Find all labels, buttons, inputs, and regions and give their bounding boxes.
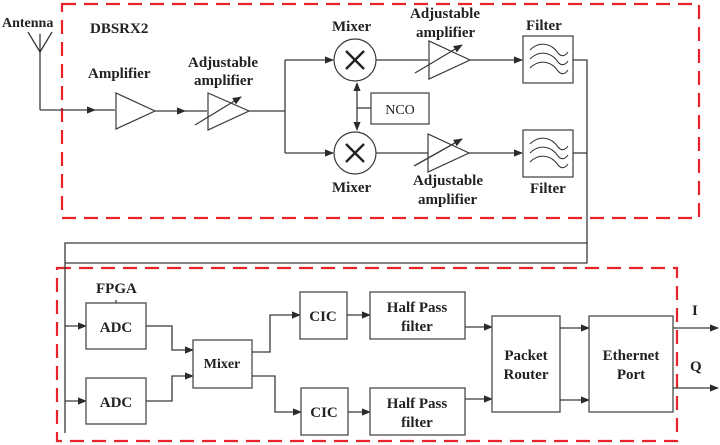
fpga-mixer-label: Mixer bbox=[204, 357, 241, 372]
adjustable-amplifier-bottom-label: Adjustable bbox=[413, 173, 483, 189]
half-pass-filter-top-label-2: filter bbox=[401, 319, 433, 335]
adjustable-amplifier-1-icon bbox=[194, 92, 251, 131]
ethernet-port-block bbox=[588, 315, 674, 413]
amplifier-icon bbox=[115, 92, 157, 130]
ethernet-port-label-2: Port bbox=[617, 367, 645, 383]
nco-block bbox=[370, 92, 430, 125]
ethernet-port-label: Ethernet bbox=[603, 348, 660, 364]
cic-top-block bbox=[299, 291, 348, 340]
cic-bottom-block bbox=[300, 387, 349, 436]
adjustable-amplifier-top-icon bbox=[414, 40, 472, 80]
packet-router-label-2: Router bbox=[504, 367, 549, 383]
adjustable-amplifier-bottom-label-2: amplifier bbox=[418, 192, 477, 208]
filter-top-label: Filter bbox=[526, 18, 562, 34]
adjustable-amplifier-1-label: Adjustable bbox=[188, 55, 258, 71]
mixer-top-icon bbox=[333, 38, 377, 82]
mixer-top-label: Mixer bbox=[332, 19, 371, 35]
adjustable-amplifier-top-label: Adjustable bbox=[410, 6, 480, 22]
filter-bottom-label: Filter bbox=[530, 181, 566, 197]
half-pass-filter-bottom-block bbox=[369, 387, 466, 436]
fpga-boundary bbox=[55, 266, 679, 443]
wire-filter-bottom-to-fpga bbox=[65, 243, 588, 264]
half-pass-filter-bottom-label-2: filter bbox=[401, 415, 433, 431]
cic-top-label: CIC bbox=[309, 309, 337, 325]
mixer-bottom-icon bbox=[333, 131, 377, 175]
output-q-label: Q bbox=[690, 359, 702, 375]
half-pass-filter-top-label: Half Pass bbox=[387, 300, 448, 316]
adjustable-amplifier-top-label-2: amplifier bbox=[416, 25, 475, 41]
half-pass-filter-bottom-label: Half Pass bbox=[387, 396, 448, 412]
amplifier-label: Amplifier bbox=[88, 66, 151, 82]
half-pass-filter-top-block bbox=[369, 291, 466, 340]
output-i-label: I bbox=[692, 303, 698, 319]
filter-top-icon bbox=[522, 35, 574, 84]
antenna-icon bbox=[27, 31, 53, 110]
dbsrx2-label: DBSRX2 bbox=[90, 21, 148, 37]
filter-bottom-icon bbox=[522, 129, 574, 178]
adjustable-amplifier-1-label-2: amplifier bbox=[194, 73, 253, 89]
fpga-mixer-block bbox=[192, 339, 253, 389]
adc-top-label: ADC bbox=[100, 320, 133, 336]
adjustable-amplifier-bottom-icon bbox=[413, 133, 471, 173]
adc-top-block bbox=[85, 302, 147, 350]
packet-router-label: Packet bbox=[504, 348, 547, 364]
antenna-label: Antenna bbox=[2, 16, 53, 31]
dbsrx2-boundary bbox=[60, 2, 701, 220]
cic-bottom-label: CIC bbox=[310, 405, 338, 421]
fpga-label: FPGA bbox=[96, 281, 137, 297]
adc-bottom-label: ADC bbox=[100, 395, 133, 411]
mixer-bottom-label: Mixer bbox=[332, 180, 371, 196]
packet-router-block bbox=[491, 315, 561, 413]
nco-label: NCO bbox=[385, 103, 415, 118]
